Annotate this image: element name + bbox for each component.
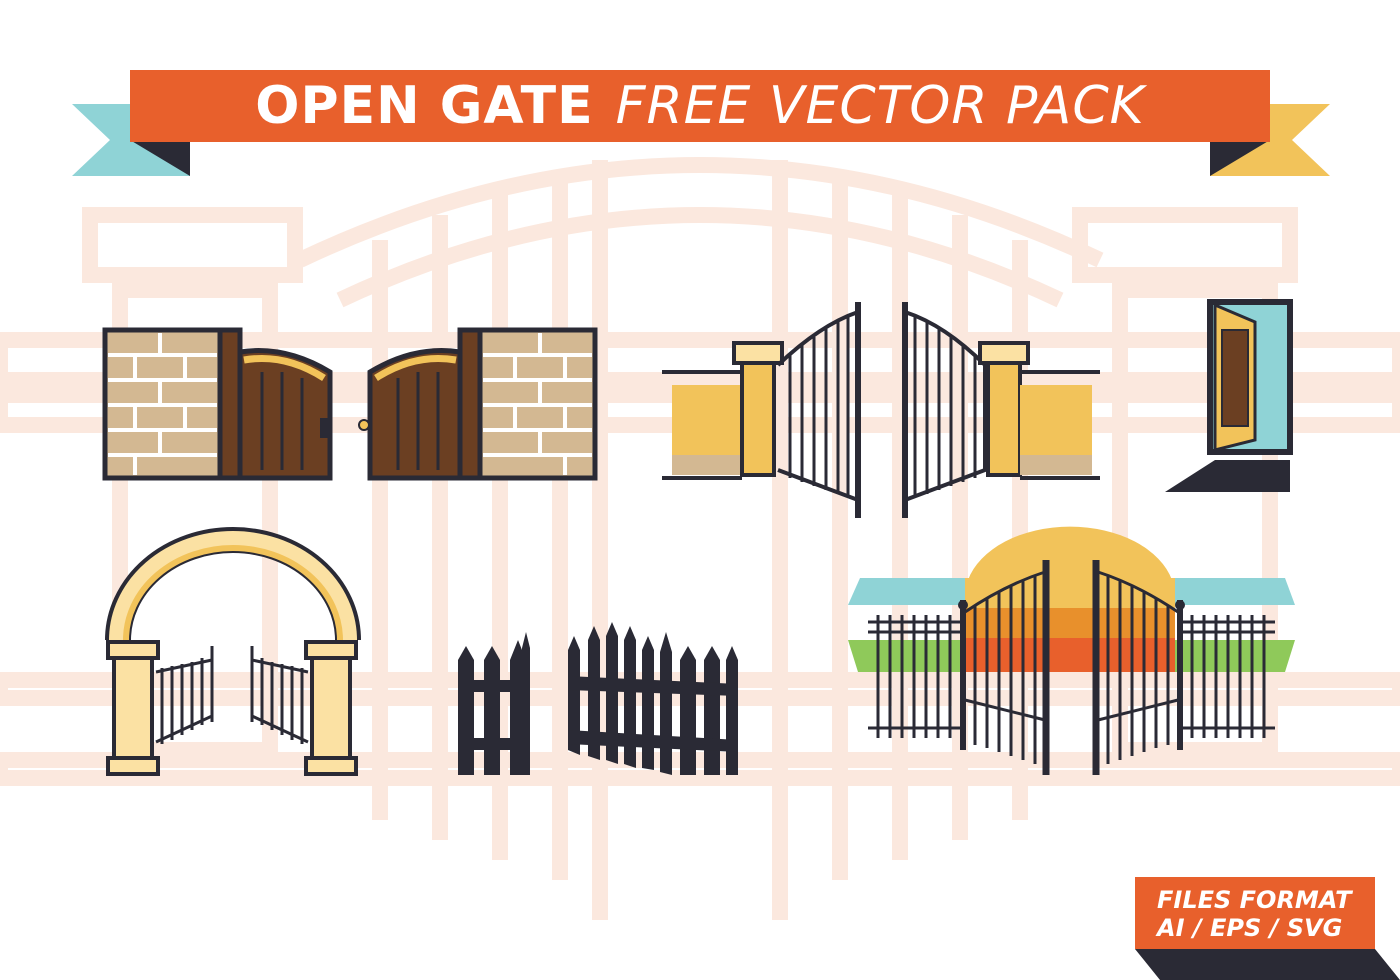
sunset-iron-gate-icon [848, 526, 1295, 775]
files-format-label: FILES FORMAT [1157, 886, 1352, 914]
banner-title: OPEN GATE FREE VECTOR PACK [130, 70, 1270, 142]
pillar-wrought-iron-gate-left-icon [662, 302, 861, 518]
files-format-types: AI / EPS / SVG [1157, 914, 1343, 942]
banner-title-rest: FREE VECTOR PACK [615, 76, 1145, 136]
brick-wall-wooden-gate-right-icon [358, 327, 598, 481]
banner-title-bold: OPEN GATE [255, 76, 594, 136]
open-door-icon [1165, 299, 1293, 492]
files-format-badge-shape [1135, 877, 1400, 980]
files-format-badge: FILES FORMAT AI / EPS / SVG [1135, 877, 1375, 949]
brick-wall-wooden-gate-left-icon [102, 327, 333, 481]
pillar-wrought-iron-gate-right-icon [902, 302, 1100, 518]
title-banner [72, 70, 1330, 176]
stone-arch-gate-icon [105, 527, 361, 776]
picket-fence-gate-icon [458, 622, 738, 775]
